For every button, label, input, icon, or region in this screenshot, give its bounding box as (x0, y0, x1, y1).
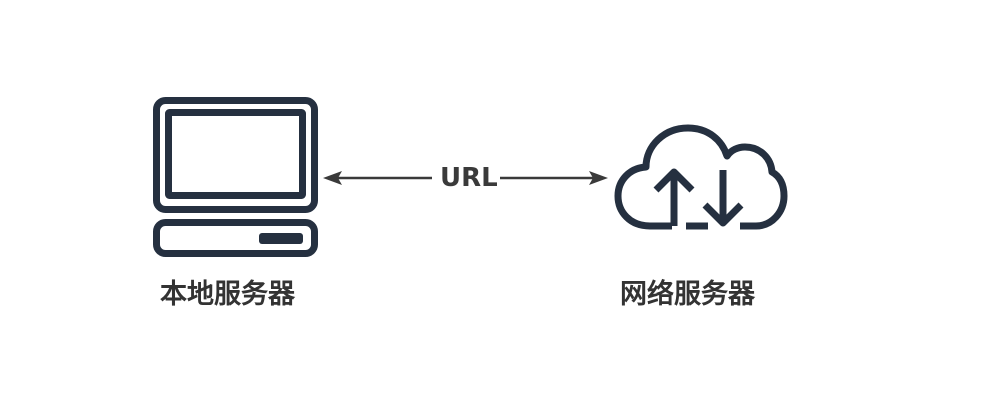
cloud-transfer-icon (614, 124, 788, 230)
local-server-label: 本地服务器 (160, 279, 295, 310)
computer-icon (153, 97, 318, 257)
url-connection-arrow (323, 171, 608, 185)
upload-arrow-icon (653, 168, 695, 226)
drive-slot (259, 233, 303, 244)
arrowhead-left-icon (323, 171, 342, 185)
arrowhead-right-icon (589, 171, 608, 185)
network-server-label: 网络服务器 (620, 279, 755, 310)
monitor-screen (165, 109, 306, 199)
url-label: URL (438, 163, 500, 193)
cloud-outline (614, 124, 788, 230)
download-arrow-icon (702, 170, 744, 227)
base-unit (153, 219, 318, 257)
monitor-outer-frame (153, 97, 318, 213)
